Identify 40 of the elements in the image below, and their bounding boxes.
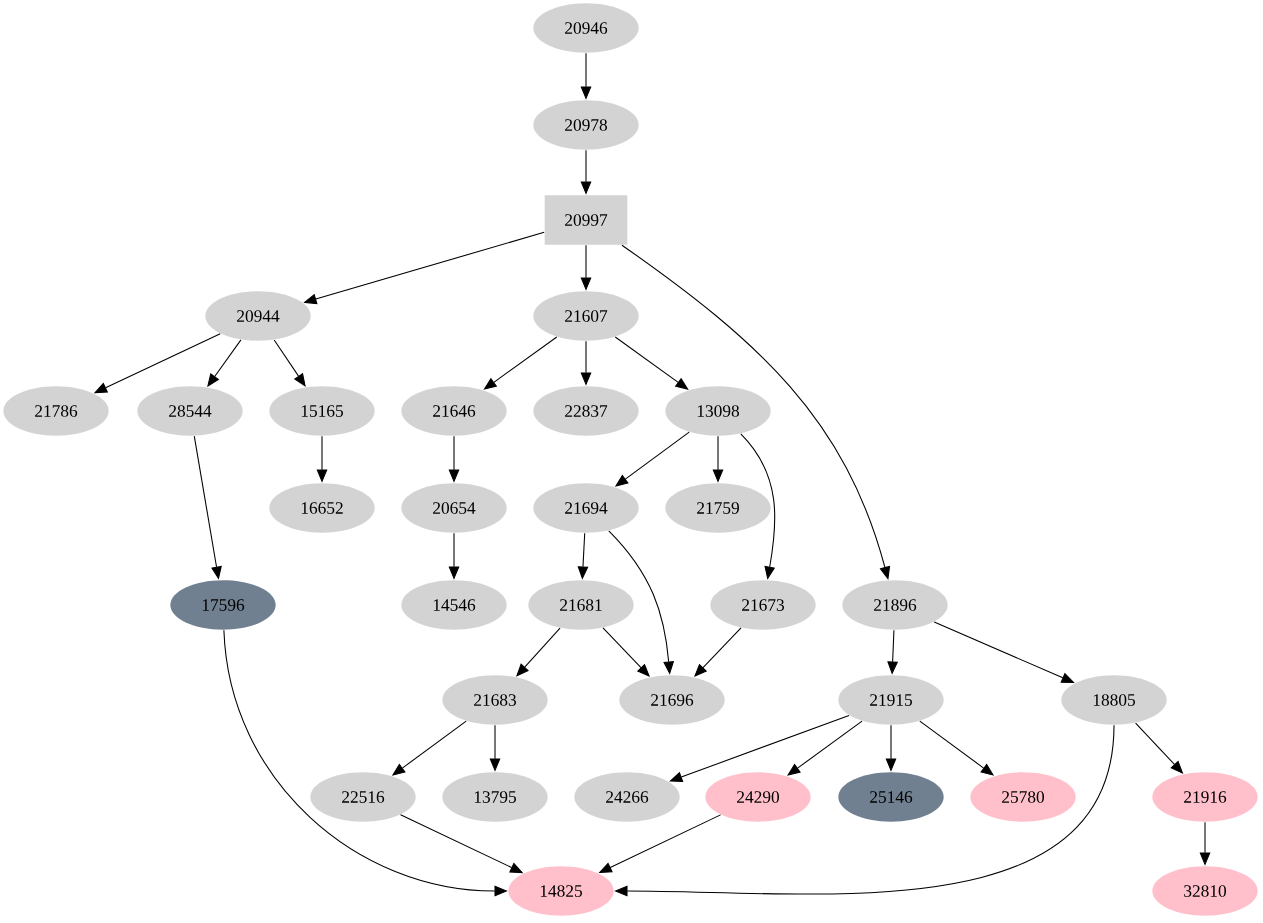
ellipse-node: 21673 [710,580,816,630]
ellipse-node: 13098 [665,386,771,436]
ellipse-node: 21683 [442,675,548,725]
ellipse-node: 20944 [205,291,311,341]
ellipse-node: 21915 [838,675,944,725]
ellipse-node: 28544 [137,386,243,436]
ellipse-node: 20654 [401,483,507,533]
ellipse-node: 24290 [705,772,811,822]
ellipse-node: 20978 [533,100,639,150]
ellipse-node: 15165 [269,386,375,436]
process-box: 20997 [544,195,628,245]
ellipse-node: 21759 [665,483,771,533]
ellipse-node: 21896 [842,580,948,630]
ellipse-node: 21696 [619,675,725,725]
ellipse-node: 21646 [401,386,507,436]
ellipse-node: 18805 [1061,675,1167,725]
ellipse-node: 14546 [401,580,507,630]
ellipse-node: 25146 [838,772,944,822]
ellipse-node: 21607 [533,291,639,341]
ellipse-node: 32810 [1152,866,1258,916]
ellipse-node: 25780 [970,772,1076,822]
ellipse-node: 21916 [1152,772,1258,822]
ellipse-node: 13795 [442,772,548,822]
ellipse-node: 21786 [3,386,109,436]
ellipse-node: 21681 [528,580,634,630]
ellipse-node: 22837 [533,386,639,436]
arrow [787,720,863,776]
ellipse-node: 21694 [533,483,639,533]
ellipse-node: 14825 [508,866,614,916]
ellipse-node: 20946 [533,3,639,53]
arrow [621,244,891,580]
arrow [516,627,561,677]
arrow [669,714,850,783]
ellipse-node: 22516 [310,772,416,822]
arrow [273,339,306,387]
arrow [483,336,558,390]
ellipse-node: 17596 [170,580,276,630]
ellipse-node: 16652 [269,483,375,533]
arrow [614,336,689,390]
ellipse-node: 24266 [574,772,680,822]
